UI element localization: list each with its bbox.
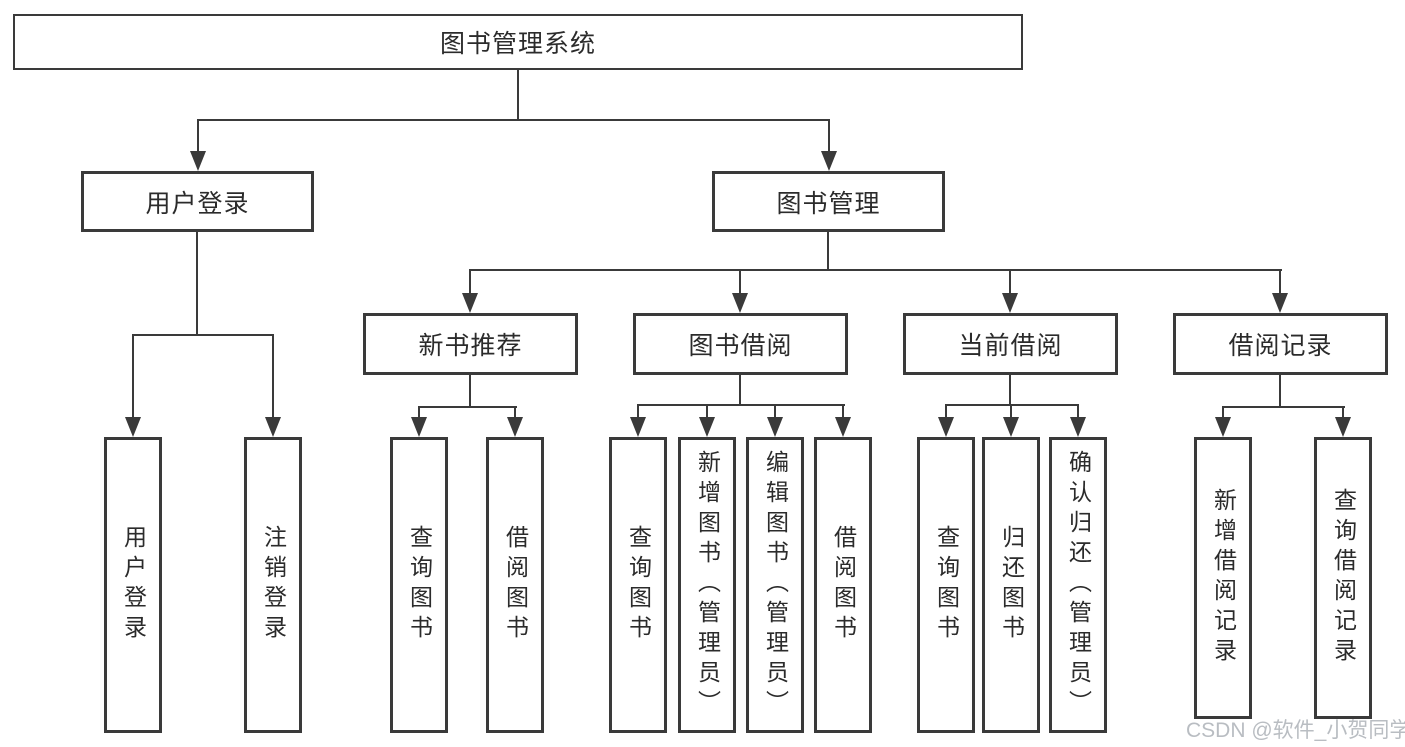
leaf-query-borrow-record: 查询借阅记录 — [1314, 437, 1372, 719]
connector-newbook-stub — [469, 375, 471, 407]
connector-borrowing-drop-3 — [774, 404, 776, 418]
leaf-borrow-books: 借阅图书 — [814, 437, 872, 733]
leaf-return-books-label: 归还图书 — [998, 525, 1025, 645]
connector-bookmgmt-drop-2 — [739, 269, 741, 295]
leaf-query-books-borrowing-label: 查询图书 — [625, 525, 652, 645]
connector-current-rail — [945, 404, 1079, 406]
arrow-down-icon — [821, 151, 837, 171]
node-current-borrowing: 当前借阅 — [903, 313, 1118, 375]
leaf-user-login: 用户登录 — [104, 437, 162, 733]
connector-newbook-drop-2 — [514, 406, 516, 418]
node-book-borrowing: 图书借阅 — [633, 313, 848, 375]
leaf-borrow-books-recommend: 借阅图书 — [486, 437, 544, 733]
connector-current-drop-3 — [1077, 404, 1079, 418]
connector-userlogin-rail — [132, 334, 274, 336]
connector-borrowing-drop-1 — [637, 404, 639, 418]
csdn-watermark: CSDN @软件_小贺同学 — [1186, 719, 1405, 742]
leaf-query-books-borrowing: 查询图书 — [609, 437, 667, 733]
connector-borrowing-stub — [739, 375, 741, 405]
connector-records-rail — [1222, 406, 1345, 408]
leaf-add-books-admin-label: 新增图书（管理员） — [694, 450, 721, 720]
leaf-logout-label: 注销登录 — [260, 525, 287, 645]
node-new-book-recommend-label: 新书推荐 — [418, 332, 523, 360]
leaf-add-borrow-record: 新增借阅记录 — [1194, 437, 1252, 719]
connector-current-drop-1 — [945, 404, 947, 418]
arrow-down-icon — [507, 417, 523, 437]
node-current-borrowing-label: 当前借阅 — [958, 332, 1063, 360]
arrow-down-icon — [190, 151, 206, 171]
connector-borrowing-drop-4 — [842, 404, 844, 418]
leaf-confirm-return-admin-label: 确认归还（管理员） — [1065, 450, 1092, 720]
node-root: 图书管理系统 — [13, 14, 1023, 70]
connector-userlogin-drop-right — [272, 334, 274, 418]
node-book-management: 图书管理 — [712, 171, 945, 232]
leaf-edit-books-admin-label: 编辑图书（管理员） — [762, 450, 789, 720]
connector-current-drop-2 — [1010, 404, 1012, 418]
leaf-query-books-recommend: 查询图书 — [390, 437, 448, 733]
connector-records-stub — [1279, 375, 1281, 407]
arrow-down-icon — [125, 417, 141, 437]
connector-userlogin-drop-left — [132, 334, 134, 418]
arrow-down-icon — [835, 417, 851, 437]
connector-borrowing-rail — [637, 404, 845, 406]
connector-newbook-drop-1 — [418, 406, 420, 418]
connector-root-drop-right — [828, 119, 830, 153]
arrow-down-icon — [1002, 293, 1018, 313]
node-borrowing-records: 借阅记录 — [1173, 313, 1388, 375]
node-book-management-label: 图书管理 — [776, 189, 881, 218]
leaf-query-books-recommend-label: 查询图书 — [406, 525, 433, 645]
node-user-login: 用户登录 — [81, 171, 314, 232]
connector-bookmgmt-drop-1 — [469, 269, 471, 295]
arrow-down-icon — [1335, 417, 1351, 437]
node-new-book-recommend: 新书推荐 — [363, 313, 578, 375]
connector-bookmgmt-rail — [469, 269, 1282, 271]
arrow-down-icon — [732, 293, 748, 313]
leaf-query-books-current: 查询图书 — [917, 437, 975, 733]
leaf-borrow-books-label: 借阅图书 — [830, 525, 857, 645]
connector-root-stub — [517, 69, 519, 121]
arrow-down-icon — [1070, 417, 1086, 437]
leaf-logout: 注销登录 — [244, 437, 302, 733]
connector-current-stub — [1009, 375, 1011, 405]
connector-borrowing-drop-2 — [706, 404, 708, 418]
arrow-down-icon — [630, 417, 646, 437]
leaf-add-borrow-record-label: 新增借阅记录 — [1210, 488, 1237, 668]
leaf-user-login-label: 用户登录 — [120, 525, 147, 645]
arrow-down-icon — [1215, 417, 1231, 437]
arrow-down-icon — [411, 417, 427, 437]
node-book-borrowing-label: 图书借阅 — [688, 332, 793, 360]
arrow-down-icon — [462, 293, 478, 313]
connector-root-rail — [197, 119, 830, 121]
arrow-down-icon — [1003, 417, 1019, 437]
leaf-edit-books-admin: 编辑图书（管理员） — [746, 437, 804, 733]
arrow-down-icon — [699, 417, 715, 437]
leaf-add-books-admin: 新增图书（管理员） — [678, 437, 736, 733]
connector-newbook-rail — [418, 406, 517, 408]
connector-records-drop-2 — [1342, 406, 1344, 418]
arrow-down-icon — [1272, 293, 1288, 313]
connector-bookmgmt-stub — [827, 232, 829, 271]
node-borrowing-records-label: 借阅记录 — [1228, 332, 1333, 360]
connector-records-drop-1 — [1222, 406, 1224, 418]
leaf-query-borrow-record-label: 查询借阅记录 — [1330, 488, 1357, 668]
connector-bookmgmt-drop-3 — [1009, 269, 1011, 295]
arrow-down-icon — [938, 417, 954, 437]
leaf-confirm-return-admin: 确认归还（管理员） — [1049, 437, 1107, 733]
connector-userlogin-stub — [196, 232, 198, 335]
leaf-query-books-current-label: 查询图书 — [933, 525, 960, 645]
leaf-return-books: 归还图书 — [982, 437, 1040, 733]
arrow-down-icon — [265, 417, 281, 437]
connector-root-drop-left — [197, 119, 199, 153]
node-user-login-label: 用户登录 — [145, 189, 250, 218]
connector-bookmgmt-drop-4 — [1279, 269, 1281, 295]
leaf-borrow-books-recommend-label: 借阅图书 — [502, 525, 529, 645]
arrow-down-icon — [767, 417, 783, 437]
node-root-label: 图书管理系统 — [439, 30, 596, 58]
